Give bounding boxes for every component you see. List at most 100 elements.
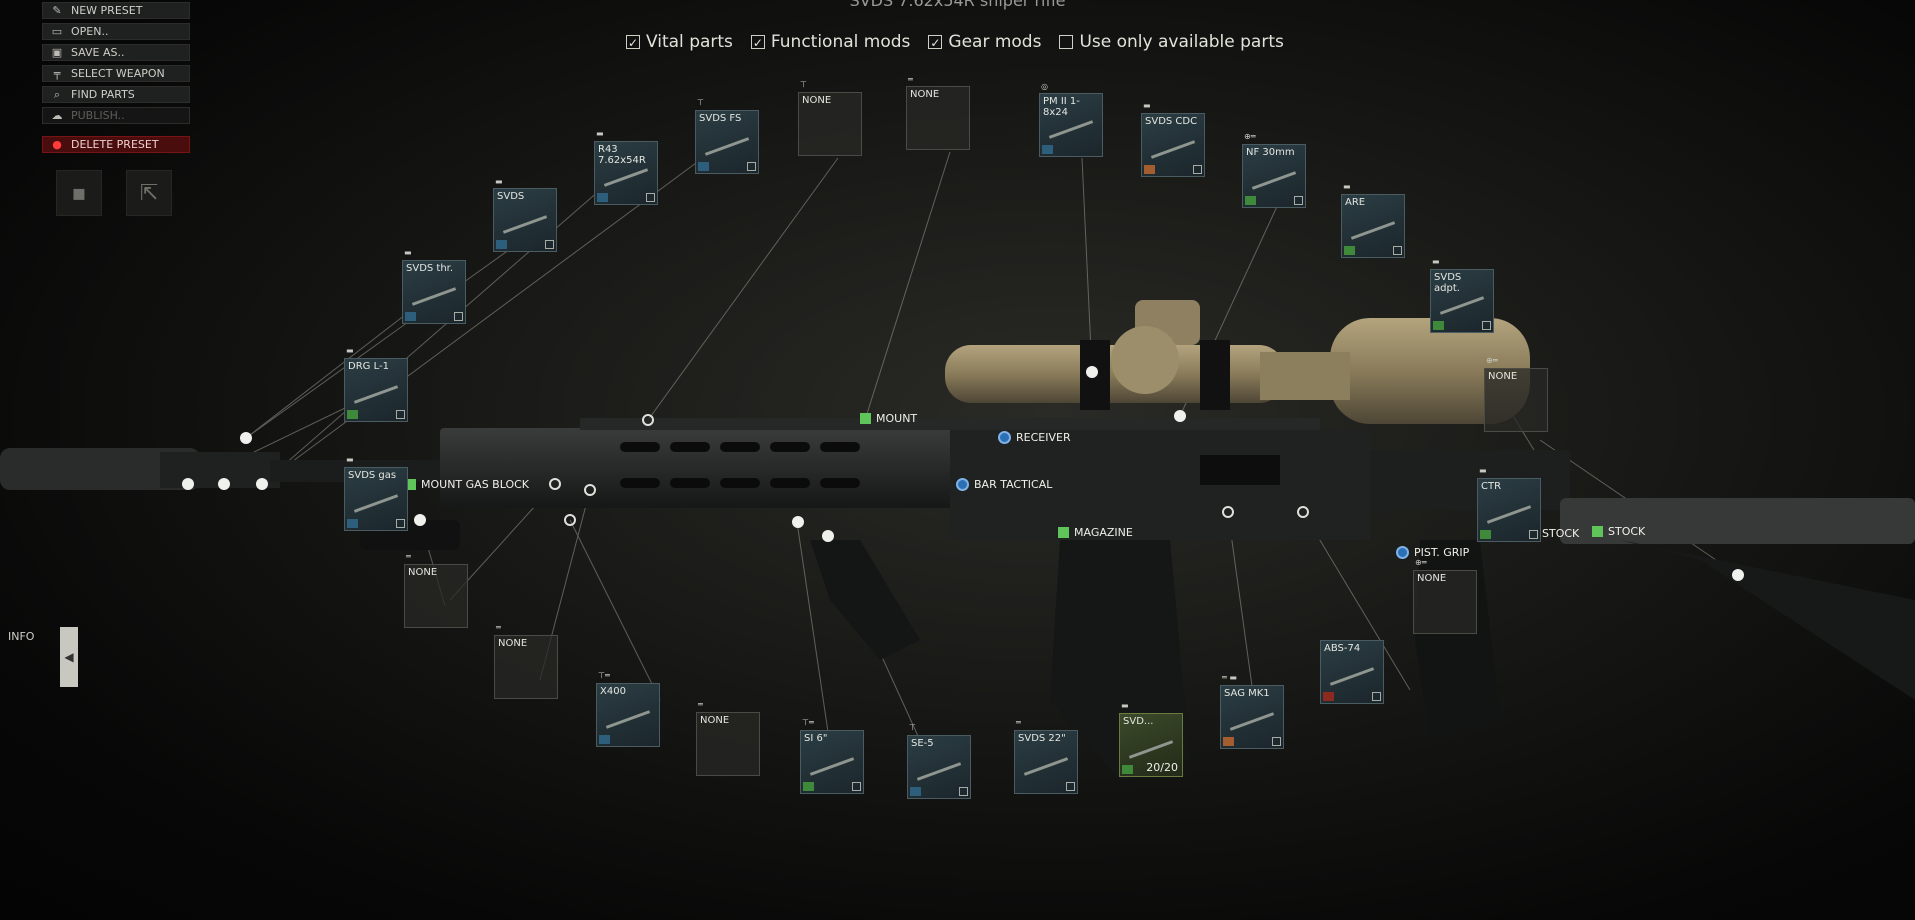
slot-tactical[interactable]: DRG L-1	[344, 358, 408, 422]
slot-stock-adapter[interactable]: SVDS adpt.	[1430, 269, 1494, 333]
save-as-button[interactable]: ▣ SAVE AS..	[42, 44, 190, 61]
slot-stock[interactable]: CTR	[1477, 478, 1541, 542]
collapse-arrow-icon[interactable]: ◀	[60, 627, 78, 687]
slot-label: SVDS FS	[699, 113, 742, 124]
export-icon: ⇱	[139, 180, 159, 206]
slot-empty[interactable]: NONE	[404, 564, 468, 628]
slot-suppressor[interactable]: SVDS	[493, 188, 557, 252]
slot-empty[interactable]: NONE	[1413, 570, 1477, 634]
checkbox-checked-icon[interactable]: ✓	[626, 35, 640, 50]
attachment-node[interactable]	[584, 484, 596, 496]
select-weapon-button[interactable]: ╤SELECT WEAPON	[42, 65, 190, 82]
checkbox-checked-icon[interactable]: ✓	[928, 35, 943, 50]
slot-scope-mount[interactable]: NF 30mm	[1242, 144, 1306, 208]
publish-button[interactable]: ☁PUBLISH..	[42, 107, 190, 124]
slot-rail[interactable]: SI 6"	[800, 730, 864, 794]
tag-label: RECEIVER	[1016, 431, 1071, 444]
barrel-tactical-tag[interactable]: BAR TACTICAL	[956, 478, 1052, 491]
slot-magazine[interactable]: SVD...20/20	[1119, 713, 1183, 777]
item-state-icon	[747, 162, 756, 171]
slot-type-icon: ═ ▬	[1222, 673, 1237, 682]
attachment-node[interactable]	[549, 478, 561, 490]
attachment-node[interactable]	[564, 514, 576, 526]
slot-stock-buffer[interactable]: ARE	[1341, 194, 1405, 258]
slot-tactical-device[interactable]: X400	[596, 683, 660, 747]
slot-muzzle[interactable]: R43 7.62x54R	[594, 141, 658, 205]
slot-type-icon: ▬	[346, 346, 354, 355]
export-button[interactable]: ⇱	[126, 170, 172, 216]
attachment-node[interactable]	[1174, 410, 1186, 422]
slot-label: X400	[600, 686, 626, 697]
slot-barrel[interactable]: SVDS 22"	[1014, 730, 1078, 794]
slot-receiver-mount[interactable]: SAG MK1	[1220, 685, 1284, 749]
slot-thread-adapter[interactable]: SVDS thr.	[402, 260, 466, 324]
receiver-tag[interactable]: RECEIVER	[998, 431, 1071, 444]
attachment-node[interactable]	[240, 432, 252, 444]
open-button[interactable]: ▭OPEN..	[42, 23, 190, 40]
slot-type-icon: ▬	[1479, 466, 1487, 475]
item-category-icon	[698, 162, 709, 171]
filter-label: Gear mods	[948, 32, 1042, 52]
attachment-node[interactable]	[1222, 506, 1234, 518]
slot-cover[interactable]: SVDS CDC	[1141, 113, 1205, 177]
mount-tag[interactable]: MOUNT	[860, 412, 917, 425]
pistol-grip-tag[interactable]: PIST. GRIP	[1396, 546, 1469, 559]
tag-label: MOUNT	[876, 412, 918, 425]
attachment-node[interactable]	[218, 478, 230, 490]
save-icon: ▣	[51, 46, 63, 59]
item-image	[605, 710, 651, 729]
filter-available-parts[interactable]: Use only available parts	[1059, 32, 1284, 52]
item-image	[1128, 740, 1174, 759]
save-as-label: SAVE AS..	[71, 46, 125, 59]
slot-front-sight[interactable]: SVDS FS	[695, 110, 759, 174]
slot-empty[interactable]: NONE	[1484, 368, 1548, 432]
slot-foregrip[interactable]: SE-5	[907, 735, 971, 799]
find-parts-button[interactable]: ⌕FIND PARTS	[42, 86, 190, 103]
attachment-node[interactable]	[1732, 569, 1744, 581]
attachment-node[interactable]	[1297, 506, 1309, 518]
slot-gas-block[interactable]: SVDS gas	[344, 467, 408, 531]
item-image	[1229, 712, 1275, 731]
attachment-node[interactable]	[256, 478, 268, 490]
weapon-title: SVDS 7.62x54R sniper rifle	[849, 0, 1066, 10]
new-preset-button[interactable]: ✎NEW PRESET	[42, 2, 190, 19]
mount-gas-block-tag[interactable]: MOUNT GAS BLOCK	[405, 478, 529, 491]
slot-indicator-icon	[1396, 546, 1409, 559]
item-category-icon	[496, 240, 507, 249]
filter-functional-mods[interactable]: ✓Functional mods	[750, 32, 910, 52]
item-image	[603, 168, 649, 187]
filter-vital-parts[interactable]: ✓Vital parts	[626, 32, 733, 52]
attachment-node[interactable]	[182, 478, 194, 490]
attachment-node[interactable]	[642, 414, 654, 426]
slot-type-icon: ⊤═	[802, 718, 814, 727]
item-state-icon	[396, 410, 405, 419]
slot-type-icon: ⊤═	[598, 671, 610, 680]
attachment-node[interactable]	[822, 530, 834, 542]
delete-icon: ●	[52, 138, 62, 151]
slot-empty[interactable]: NONE	[906, 86, 970, 150]
item-state-icon	[959, 787, 968, 796]
slot-empty[interactable]: NONE	[494, 635, 558, 699]
item-state-icon	[396, 519, 405, 528]
slot-label: CTR	[1481, 481, 1502, 492]
checkbox-empty-icon[interactable]	[1059, 35, 1074, 49]
slot-type-icon: ═	[1016, 718, 1021, 727]
save-disk-button[interactable]: ▪	[56, 170, 102, 216]
magazine-tag[interactable]: MAGAZINE	[1058, 526, 1133, 539]
slot-pistol-grip[interactable]: ABS-74	[1320, 640, 1384, 704]
checkbox-checked-icon[interactable]: ✓	[750, 35, 765, 50]
item-state-icon	[1372, 692, 1381, 701]
attachment-node[interactable]	[414, 514, 426, 526]
slot-scope[interactable]: PM II 1-8x24	[1039, 93, 1103, 157]
delete-preset-button[interactable]: ●DELETE PRESET	[42, 136, 190, 153]
info-tab[interactable]: INFO	[8, 630, 35, 643]
stock-tag[interactable]: STOCK	[1592, 525, 1645, 538]
attachment-node[interactable]	[792, 516, 804, 528]
filter-gear-mods[interactable]: ✓ Gear mods	[928, 32, 1041, 52]
slot-empty[interactable]: NONE	[696, 712, 760, 776]
slot-label: NONE	[802, 95, 832, 106]
open-label: OPEN..	[71, 25, 109, 38]
attachment-node[interactable]	[1086, 366, 1098, 378]
slot-empty[interactable]: NONE	[798, 92, 862, 156]
